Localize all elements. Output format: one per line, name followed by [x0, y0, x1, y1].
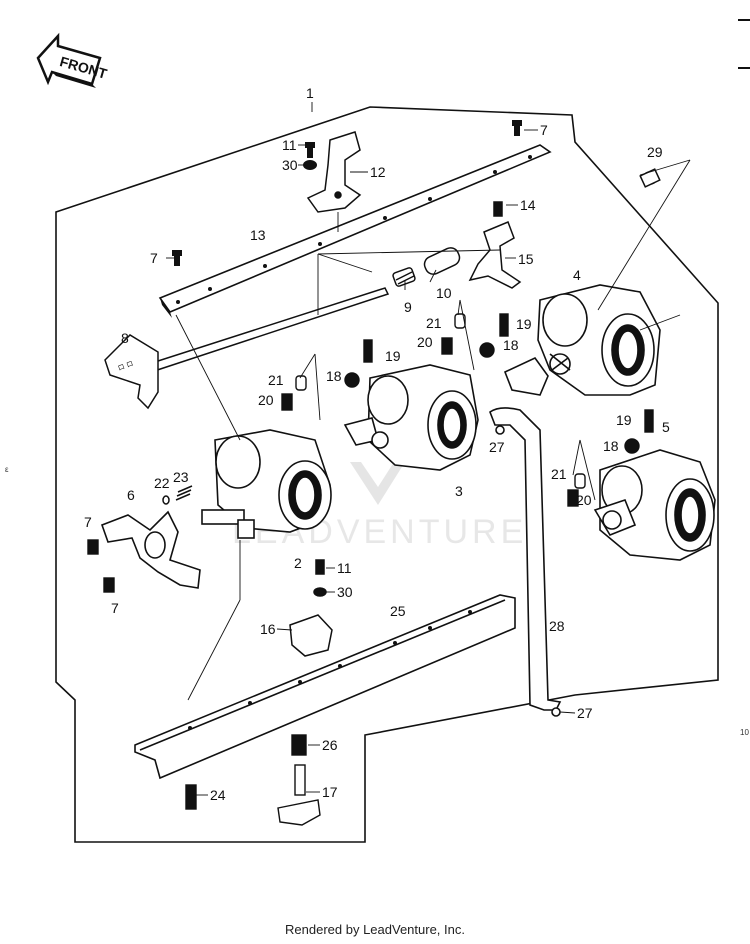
spring-23	[162, 485, 193, 505]
callout-30a: 30	[282, 157, 298, 173]
callout-20a: 20	[258, 392, 274, 408]
callout-7b: 7	[150, 250, 158, 266]
callout-2: 2	[294, 555, 302, 571]
callout-29: 29	[647, 144, 663, 160]
callout-28: 28	[549, 618, 565, 634]
callout-21a: 21	[268, 372, 284, 388]
callout-18c: 18	[603, 438, 619, 454]
callout-26: 26	[322, 737, 338, 753]
callout-4: 4	[573, 267, 581, 283]
edge-mark-right: 10	[740, 728, 749, 737]
callout-21c: 21	[551, 466, 567, 482]
upper-rail	[158, 144, 552, 318]
bracket-16	[289, 559, 333, 657]
callout-9: 9	[404, 299, 412, 315]
callout-18a: 18	[326, 368, 342, 384]
callout-3: 3	[455, 483, 463, 499]
hose-28	[489, 407, 562, 717]
throttle-body-3	[343, 364, 479, 471]
spring-collar	[392, 247, 461, 287]
throttle-body-4	[503, 284, 661, 396]
edge-mark-left: ε	[5, 465, 9, 474]
callout-20c: 20	[576, 492, 592, 508]
callout-16: 16	[260, 621, 276, 637]
lever-15	[468, 201, 522, 289]
callout-11b: 11	[337, 560, 352, 576]
callouts: 1 2 3 4 5 6 7 7 7 7 8 9 10 11 11 12 13 1…	[84, 85, 670, 803]
callout-1: 1	[306, 85, 314, 101]
callout-8: 8	[121, 330, 129, 346]
callout-7c: 7	[84, 514, 92, 530]
callout-20b: 20	[417, 334, 433, 350]
lower-hardware	[87, 539, 321, 826]
callout-14: 14	[520, 197, 536, 213]
callout-22: 22	[154, 475, 170, 491]
callout-17: 17	[322, 784, 338, 800]
lower-rail	[134, 594, 516, 780]
throttle-body-2	[201, 429, 332, 539]
callout-15: 15	[518, 251, 534, 267]
footer-credit: Rendered by LeadVenture, Inc.	[285, 922, 465, 937]
callout-18b: 18	[503, 337, 519, 353]
callout-5: 5	[662, 419, 670, 435]
callout-13: 13	[250, 227, 266, 243]
front-arrow: FRONT	[36, 32, 109, 88]
small-hardware	[172, 120, 661, 266]
leader-lines	[175, 102, 691, 701]
callout-11a: 11	[282, 137, 297, 153]
callout-19c: 19	[616, 412, 632, 428]
springs-and-nuts	[281, 313, 654, 507]
callout-6: 6	[127, 487, 135, 503]
callout-7a: 7	[540, 122, 548, 138]
callout-27a: 27	[489, 439, 505, 455]
callout-10: 10	[436, 285, 452, 301]
callout-27b: 27	[577, 705, 593, 721]
callout-24: 24	[210, 787, 226, 803]
assembly-outline	[55, 106, 719, 843]
callout-30b: 30	[337, 584, 353, 600]
bracket-12	[306, 131, 362, 213]
callout-23: 23	[173, 469, 189, 485]
callout-19b: 19	[516, 316, 532, 332]
shaft-rod: ロ ロ	[104, 287, 390, 410]
callout-12: 12	[370, 164, 386, 180]
throttle-body-5	[593, 449, 716, 561]
bracket-6	[100, 510, 201, 589]
callout-25: 25	[390, 603, 406, 619]
callout-21b: 21	[426, 315, 442, 331]
callout-7d: 7	[111, 600, 119, 616]
callout-19a: 19	[385, 348, 401, 364]
